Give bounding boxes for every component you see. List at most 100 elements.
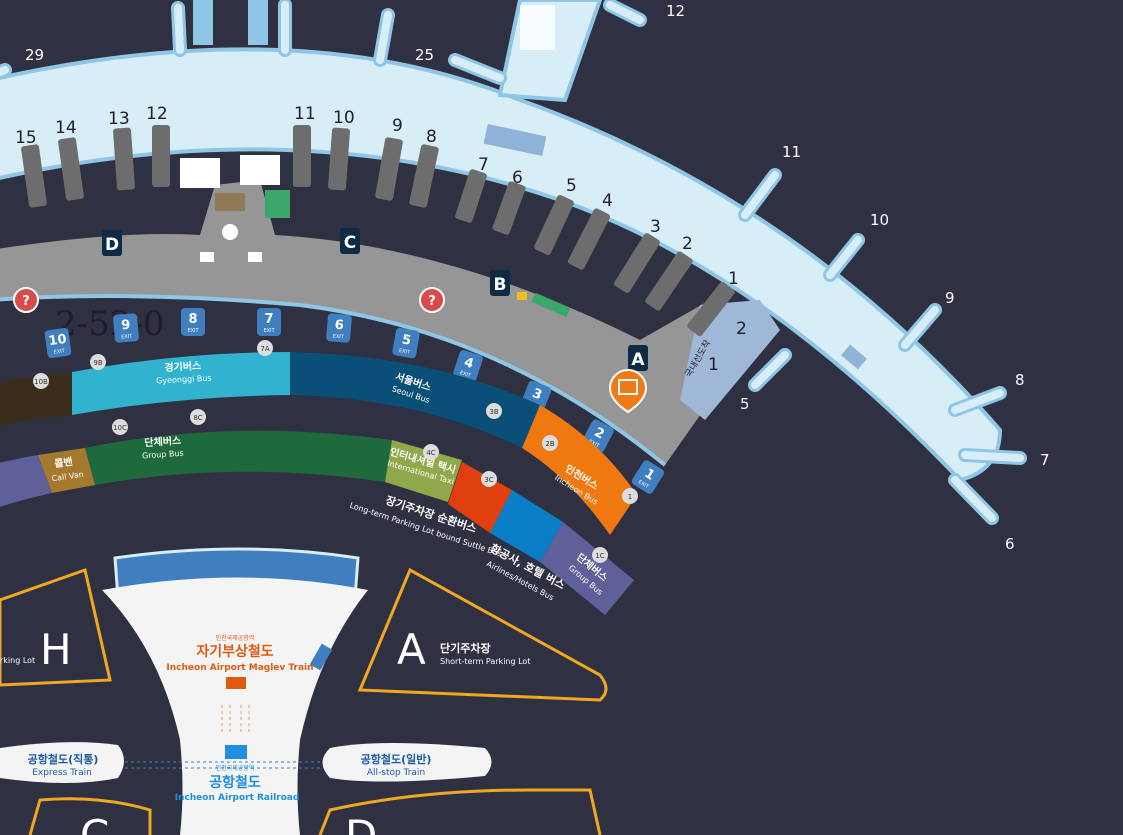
allstop-train-en: All-stop Train: [367, 768, 425, 778]
svg-text:EXIT: EXIT: [459, 370, 472, 379]
maglev-ko: 자기부상철도: [196, 644, 273, 660]
gate-10-contact: 10: [333, 108, 355, 128]
svg-text:4: 4: [462, 355, 475, 372]
gate-29: 29: [25, 46, 44, 64]
svg-text:9: 9: [121, 318, 131, 334]
stop-9b: 9B: [90, 354, 106, 370]
svg-text:1C: 1C: [595, 552, 604, 560]
counter-a: A: [631, 350, 645, 370]
gyeonggi-bus-en: Gyeonggi Bus: [156, 374, 212, 386]
svg-text:6: 6: [334, 318, 344, 334]
svg-text:10: 10: [48, 332, 68, 349]
stop-3b: 3B: [486, 403, 502, 419]
gate-blocks: [21, 125, 735, 337]
svg-text:EXIT: EXIT: [53, 348, 66, 356]
stop-10b: 10B: [33, 373, 49, 389]
svg-text:7: 7: [264, 312, 273, 327]
counter-d-marker: D: [102, 230, 122, 256]
svg-text:4C: 4C: [426, 449, 435, 457]
svg-text:1: 1: [628, 493, 632, 501]
maglev-en: Incheon Airport Maglev Train: [166, 663, 313, 673]
group-bus-ko: 단체버스: [144, 434, 182, 450]
domestic-gate-1: 1: [708, 355, 719, 375]
parking-lots: [0, 567, 608, 835]
parking-c-letter: C: [80, 811, 109, 835]
svg-text:EXIT: EXIT: [187, 328, 199, 334]
call-van-en: Call Van: [51, 470, 84, 483]
counter-d: D: [105, 235, 119, 255]
svg-text:EXIT: EXIT: [121, 333, 134, 340]
gate-8-contact: 8: [426, 127, 437, 147]
bus-bays: [0, 352, 637, 615]
maglev-station-small: 인천국제공항역: [216, 634, 255, 642]
railroad-ko: 공항철도: [209, 774, 261, 791]
parking-d-letter: D: [345, 811, 377, 835]
group-bus-en: Group Bus: [142, 449, 184, 461]
express-train-en: Express Train: [32, 768, 92, 778]
gate-9-contact: 9: [392, 116, 403, 136]
gate-4-contact: 4: [602, 191, 613, 211]
gate-13: 13: [108, 109, 130, 129]
parking-a-en: Short-term Parking Lot: [440, 657, 530, 666]
gyeonggi-bus-ko: 경기버스: [164, 359, 201, 374]
gate-9: 9: [945, 289, 955, 307]
counter-b: B: [494, 275, 507, 295]
counter-a-marker: A: [628, 345, 648, 371]
gate-7-contact: 7: [478, 155, 489, 175]
stop-8c: 8C: [190, 409, 206, 425]
svg-text:EXIT: EXIT: [332, 333, 345, 340]
gate-14: 14: [55, 118, 77, 138]
info-marker-left[interactable]: ?: [13, 287, 39, 313]
railroad-en: Incheon Airport Railroad: [175, 793, 300, 803]
svg-text:8C: 8C: [193, 414, 202, 422]
counter-b-marker: B: [490, 270, 510, 296]
counter-markers: D C B A: [102, 228, 648, 371]
railroad-station-small: 인천국제공항역: [216, 764, 255, 772]
stop-badges: 10B 9B 7A 10C 8C 4C 3C 3B 2B 1 1C: [33, 340, 638, 563]
stop-10c: 10C: [112, 419, 128, 435]
info-marker-center[interactable]: ?: [419, 287, 445, 313]
gate-8: 8: [1015, 371, 1025, 389]
parking-labels: A 단기주차장 Short-term Parking Lot H rking L…: [0, 625, 530, 835]
gate-5: 5: [740, 395, 750, 413]
gate-7: 7: [1040, 451, 1050, 469]
gate-6-contact: 6: [512, 168, 523, 188]
counter-c-marker: C: [340, 228, 360, 254]
gate-11: 11: [782, 143, 801, 161]
gate-5-contact: 5: [566, 176, 577, 196]
gate-11-contact: 11: [294, 104, 316, 124]
svg-text:3C: 3C: [484, 476, 493, 484]
stop-7a: 7A: [257, 340, 273, 356]
gate-12: 12: [666, 2, 685, 20]
stop-2b: 2B: [542, 435, 558, 451]
remote-gate-labels: 29 25 12 11 10 9 8 7 6 5: [25, 2, 1050, 553]
concourse: [0, 0, 1027, 525]
gate-6: 6: [1005, 535, 1015, 553]
question-icon: ?: [22, 294, 30, 309]
svg-text:8: 8: [188, 312, 197, 327]
gate-1-contact: 1: [728, 269, 739, 289]
express-train-ko: 공항철도(직통): [28, 752, 99, 766]
parking-h-en: rking Lot: [0, 656, 35, 665]
parking-a-letter: A: [397, 625, 426, 674]
gate-12-contact: 12: [146, 104, 168, 124]
gate-3-contact: 3: [650, 217, 661, 237]
gate-10: 10: [870, 211, 889, 229]
stop-1: 1: [622, 488, 638, 504]
question-icon: ?: [428, 294, 436, 309]
svg-text:EXIT: EXIT: [263, 328, 275, 334]
transportation-center: 인천국제공항역 자기부상철도 Incheon Airport Maglev Tr…: [0, 547, 492, 835]
stop-1c: 1C: [592, 547, 608, 563]
svg-text:10C: 10C: [113, 424, 127, 432]
gate-15: 15: [15, 128, 37, 148]
svg-text:7A: 7A: [260, 345, 269, 353]
stop-3c: 3C: [481, 471, 497, 487]
package-location-marker[interactable]: [608, 369, 648, 414]
allstop-train-ko: 공항철도(일반): [361, 752, 432, 766]
parking-a-ko: 단기주차장: [440, 641, 491, 655]
svg-text:5: 5: [401, 332, 413, 348]
